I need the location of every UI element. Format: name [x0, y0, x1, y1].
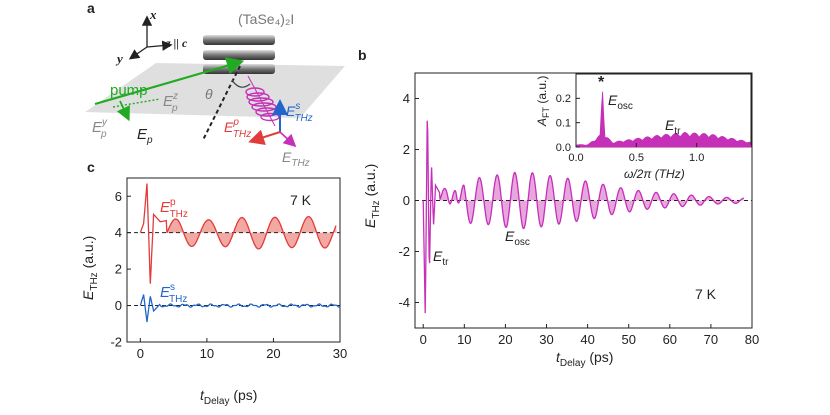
- coordinate-axes: x y z || c: [115, 7, 188, 66]
- inset-xticks: 0.0 0.5 1.0: [568, 143, 704, 164]
- panel-b-xtick-label: 30: [539, 332, 553, 347]
- panel-c-p-signal-line: [139, 183, 337, 284]
- label-ethz: ETHz: [282, 149, 310, 169]
- panel-b-annotation-etr: Etr: [433, 248, 449, 268]
- panel-b-xtick-label: 50: [621, 332, 635, 347]
- panel-c-yticks: -2 0 2 4 6: [110, 189, 131, 350]
- panel-c-temperature: 7 K: [290, 192, 312, 208]
- panel-b-xticks: 0 10 20 30 40 50 60 70 80: [420, 324, 759, 347]
- panel-c-xtick-label: 20: [266, 346, 280, 361]
- panel-c-xtick-label: 0: [137, 346, 144, 361]
- theta-label: θ: [205, 86, 213, 102]
- panel-c-ytick-label: 4: [115, 225, 122, 240]
- panel-b-ytick-label: 0: [403, 193, 410, 208]
- panel-b-xtick-label: 80: [745, 332, 759, 347]
- inset-ylabel: AFT (a.u.): [535, 76, 551, 127]
- panel-b-annotation-eosc: Eosc: [505, 228, 530, 248]
- inset-ytick-label: 0.1: [556, 118, 571, 130]
- panel-b-xlabel: tDelay (ps): [556, 349, 613, 369]
- crystal-rods: [203, 35, 275, 74]
- panel-c-ylabel: ETHz (a.u.): [80, 236, 100, 300]
- axis-z-label: z || c: [165, 36, 188, 50]
- panel-c-xlabel: tDelay (ps): [200, 387, 257, 407]
- panel-c-xtick-label: 30: [333, 346, 347, 361]
- inset-ytick-label: 0.0: [556, 142, 571, 154]
- axis-y-label: y: [115, 51, 123, 66]
- panel-c-ytick-label: 6: [115, 189, 122, 204]
- panel-b-ytick-label: 2: [403, 142, 410, 157]
- panel-c-ytick-label: -2: [110, 335, 122, 350]
- inset-xtick-label: 0.5: [629, 152, 644, 164]
- panel-label-c: c: [87, 159, 95, 175]
- inset-frame: [575, 73, 752, 148]
- panel-label-b: b: [358, 47, 367, 63]
- inset-yticks: 0.0 0.1 0.2: [556, 93, 580, 154]
- thz-p-arrow: [248, 129, 281, 145]
- pump-polarization-arrow: [116, 100, 130, 122]
- panel-b-inset: 0.0 0.1 0.2 0.0 0.5 1.0 AFT (a.u.) ω/2π (THz…: [535, 73, 752, 181]
- inset-label-etr: Etr: [665, 117, 681, 137]
- panel-b-xtick-label: 60: [663, 332, 677, 347]
- label-ep: Ep: [137, 126, 153, 146]
- panel-b-ytick-label: -4: [398, 295, 410, 310]
- panel-b-xtick-label: 10: [457, 332, 471, 347]
- angle-arc: [231, 79, 251, 88]
- thz-total-arrow: [279, 131, 297, 148]
- panel-b-ytick-label: -2: [398, 244, 410, 259]
- thz-propagation-line: [247, 75, 276, 127]
- inset-xtick-label: 0.0: [568, 152, 583, 164]
- panel-c-xtick-label: 10: [200, 346, 214, 361]
- panel-c-p-fill: [166, 216, 337, 249]
- panel-b-ytick-label: 4: [403, 91, 410, 106]
- panel-b-temperature: 7 K: [695, 286, 717, 302]
- panel-c-xticks: 0 10 20 30: [137, 338, 347, 361]
- pump-beam-arrow: [94, 57, 245, 106]
- panel-b-xtick-label: 70: [704, 332, 718, 347]
- inset-xtick-label: 1.0: [689, 152, 704, 164]
- inset-label-eosc: Eosc: [608, 92, 633, 112]
- pump-label: pump: [110, 82, 148, 99]
- panel-b-signal-line: [422, 120, 745, 314]
- inset-star: *: [598, 74, 605, 91]
- inset-spectrum: [575, 91, 752, 148]
- panel-b-ylabel: ETHz (a.u.): [362, 164, 382, 228]
- inset-ytick-label: 0.2: [556, 93, 571, 105]
- panel-b-xtick-label: 0: [420, 332, 427, 347]
- panel-b-yticks: -4 -2 0 2 4: [398, 91, 419, 310]
- inset-xlabel: ω/2π (THz): [624, 167, 685, 181]
- panel-c-ytick-label: 2: [115, 262, 122, 277]
- panel-a: a x y z || c (TaSe₄)₂I pump θ: [85, 0, 345, 169]
- panel-b-xtick-label: 40: [580, 332, 594, 347]
- panel-c-frame: [126, 177, 341, 343]
- panel-c-s-signal-line: [139, 294, 340, 323]
- panel-c-ytick-label: 0: [115, 298, 122, 313]
- panel-b-xtick-label: 20: [498, 332, 512, 347]
- axis-x-label: x: [149, 7, 157, 22]
- panel-label-a: a: [87, 0, 95, 16]
- panel-c: c -2 0 2 4 6 0 10 20 30 ETHz (a.u.) tDelay (ps)…: [80, 159, 347, 407]
- material-label: (TaSe₄)₂I: [238, 11, 294, 27]
